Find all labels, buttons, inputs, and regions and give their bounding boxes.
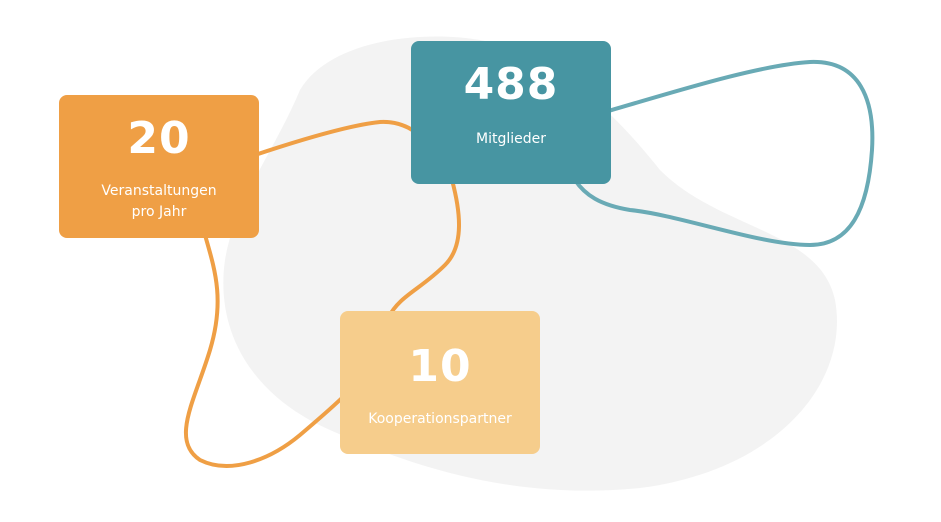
stat-label: Kooperationspartner [368,411,512,427]
stat-label: Veranstaltungen pro Jahr [59,181,259,223]
stat-value: 488 [463,59,559,110]
stat-label-line2: pro Jahr [131,204,187,220]
stat-label: Mitglieder [476,131,546,147]
stat-card-members: 488 Mitglieder [411,41,611,184]
stat-value: 10 [408,341,472,392]
connector-line-teal [573,59,875,248]
stat-value: 20 [127,113,191,164]
stat-label-line1: Veranstaltungen [101,183,217,199]
stat-card-events: 20 Veranstaltungen pro Jahr [59,95,259,238]
stat-card-partners: 10 Kooperationspartner [340,311,540,454]
